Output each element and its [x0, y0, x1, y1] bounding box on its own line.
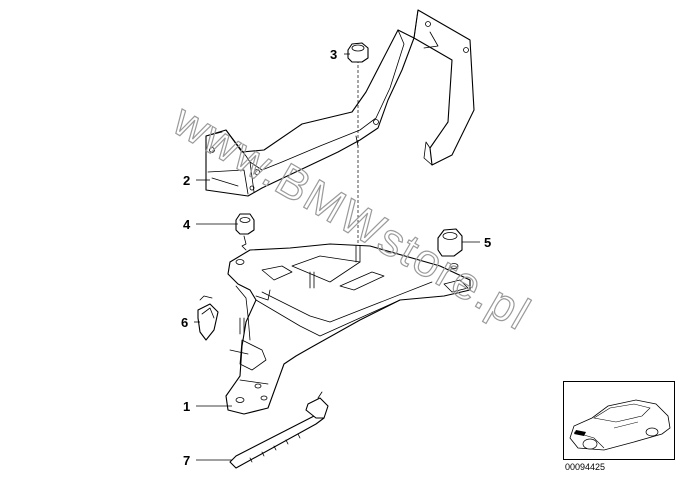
- callout-5: 5: [462, 235, 491, 250]
- callout-4: 4: [183, 217, 238, 232]
- vehicle-thumbnail: [563, 381, 675, 460]
- callout-5-label: 5: [484, 235, 491, 250]
- callout-6-label: 6: [181, 315, 188, 330]
- part-2-upper-bracket[interactable]: [205, 9, 475, 197]
- callout-2-label: 2: [183, 173, 190, 188]
- callout-3: 3: [330, 47, 350, 62]
- callout-7-label: 7: [183, 453, 190, 468]
- part-5-nut[interactable]: [437, 228, 463, 257]
- callout-7: 7: [183, 453, 232, 468]
- reference-number: 00094425: [565, 462, 606, 472]
- part-4-nut[interactable]: [235, 213, 255, 251]
- callout-6: 6: [181, 315, 200, 330]
- callout-1: 1: [183, 399, 232, 414]
- callout-1-label: 1: [183, 399, 190, 414]
- part-7-cable-tie[interactable]: [229, 391, 329, 469]
- car-icon: [569, 399, 671, 451]
- callout-4-label: 4: [183, 217, 191, 232]
- part-3-nut[interactable]: [347, 42, 369, 63]
- callout-2: 2: [183, 173, 210, 188]
- part-6-clip[interactable]: [197, 295, 219, 341]
- callout-3-label: 3: [330, 47, 337, 62]
- part-1-base-plate[interactable]: [225, 243, 471, 415]
